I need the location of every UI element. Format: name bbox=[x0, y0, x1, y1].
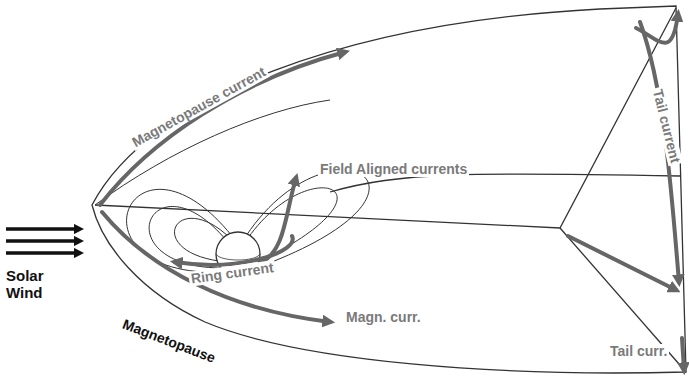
current-label: Field Aligned currents bbox=[318, 162, 469, 177]
solar-wind-label: Solar Wind bbox=[4, 268, 56, 301]
current-label: Magnetopause current bbox=[128, 63, 270, 151]
current-label: Magn. curr. bbox=[344, 310, 423, 325]
current-label: Tail curr. bbox=[608, 344, 669, 359]
region-label: Magnetopause bbox=[118, 316, 219, 367]
current-arrows bbox=[100, 14, 684, 370]
solar-wind-arrows bbox=[6, 229, 80, 253]
magnetopause-outline bbox=[92, 6, 686, 373]
